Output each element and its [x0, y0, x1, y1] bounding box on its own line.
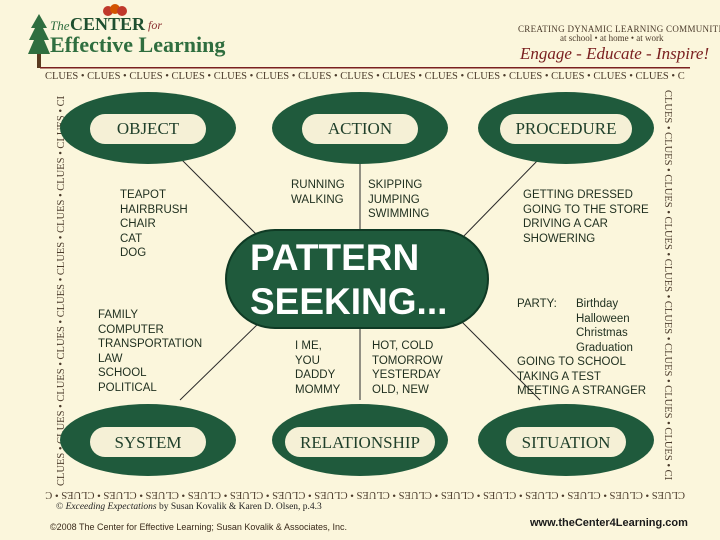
- list-item: TEAPOT: [120, 189, 167, 201]
- list-item: GETTING DRESSED: [523, 189, 633, 201]
- list-item: MEETING A STRANGER: [517, 385, 647, 397]
- list-item: I ME,: [295, 340, 322, 352]
- logo-center: CENTER: [70, 14, 146, 34]
- connector-situation: [459, 319, 541, 401]
- situation-examples: GOING TO SCHOOL TAKING A TEST MEETING A …: [517, 355, 646, 399]
- citation: © Exceeding Expectations by Susan Kovali…: [56, 502, 322, 512]
- list-item: CHAIR: [120, 218, 156, 230]
- node-system-label: SYSTEM: [114, 433, 182, 452]
- logo-for: for: [148, 18, 163, 32]
- node-procedure-label: PROCEDURE: [515, 119, 617, 138]
- connector-procedure: [459, 157, 541, 241]
- list-item: DADDY: [295, 369, 336, 381]
- list-item: OLD, NEW: [372, 383, 429, 396]
- node-situation-shape: [478, 404, 654, 476]
- header-divider: [40, 67, 690, 69]
- center-title-line1: PATTERN: [250, 237, 420, 278]
- tagline-line1: CREATING DYNAMIC LEARNING COMMUNITIES: [518, 24, 720, 34]
- website-url: www.theCenter4Learning.com: [530, 517, 688, 529]
- list-item: Birthday: [576, 298, 619, 310]
- citation-title: Exceeding Expectations: [65, 502, 157, 512]
- motto: Engage - Educate - Inspire!: [520, 44, 710, 63]
- object-examples: TEAPOT HAIRBRUSH CHAIR CAT DOG: [120, 188, 188, 261]
- apples-logo-icon: [103, 4, 127, 16]
- list-item: DOG: [120, 247, 147, 259]
- action-examples-col2: SKIPPING JUMPING SWIMMING: [368, 178, 429, 222]
- list-item: Christmas: [576, 327, 628, 339]
- citation-prefix: ©: [56, 502, 64, 512]
- list-item: TOMORROW: [372, 354, 443, 367]
- copyright: ©2008 The Center for Effective Learning;…: [50, 522, 347, 532]
- system-examples: FAMILY COMPUTER TRANSPORTATION LAW SCHOO…: [98, 308, 202, 395]
- list-item: YOU: [295, 354, 320, 367]
- connector-system: [179, 319, 263, 401]
- list-item: TRANSPORTATION: [98, 338, 203, 350]
- logo-the: The: [50, 18, 70, 33]
- list-item: COMPUTER: [98, 323, 164, 336]
- clues-border-top: CLUES • CLUES • CLUES • CLUES • CLUES • …: [45, 71, 685, 82]
- center-node-shape: [225, 229, 489, 329]
- list-item: SHOWERING: [523, 232, 596, 245]
- center-title-line2: SEEKING...: [250, 281, 448, 322]
- node-situation-label: SITUATION: [521, 433, 611, 452]
- list-item: MOMMY: [295, 383, 341, 396]
- node-object-shape: [60, 92, 236, 164]
- list-item: Graduation: [576, 341, 633, 354]
- node-procedure-shape: [478, 92, 654, 164]
- connector-object: [179, 157, 263, 241]
- list-item: Halloween: [576, 312, 630, 325]
- list-item: YESTERDAY: [372, 369, 441, 381]
- tree-logo-icon: [28, 14, 50, 68]
- relationship-examples-col1: I ME, YOU DADDY MOMMY: [295, 339, 340, 397]
- list-item: RUNNING: [291, 179, 345, 191]
- list-item: SWIMMING: [368, 208, 430, 220]
- list-item: HAIRBRUSH: [120, 203, 188, 216]
- relationship-examples-col2: HOT, COLD TOMORROW YESTERDAY OLD, NEW: [372, 339, 443, 397]
- node-action-label: ACTION: [327, 119, 393, 138]
- node-system-shape: [60, 404, 236, 476]
- list-item: WALKING: [291, 193, 344, 206]
- list-item: GOING TO SCHOOL: [517, 356, 626, 368]
- list-item: SKIPPING: [368, 179, 423, 191]
- list-item: TAKING A TEST: [517, 370, 601, 383]
- list-item: LAW: [98, 352, 123, 365]
- node-action-shape: [272, 92, 448, 164]
- list-item: HOT, COLD: [372, 340, 434, 352]
- list-item: CAT: [120, 232, 143, 245]
- procedure-examples: GETTING DRESSED GOING TO THE STORE DRIVI…: [523, 188, 649, 246]
- situation-party-items: Birthday Halloween Christmas Graduation: [576, 297, 633, 355]
- logo-effective-learning: Effective Learning: [50, 32, 226, 57]
- list-item: GOING TO THE STORE: [523, 203, 649, 216]
- citation-rest: by Susan Kovalik & Karen D. Olsen, p.4.3: [158, 502, 322, 512]
- node-relationship-label: RELATIONSHIP: [300, 433, 420, 452]
- tagline-line2: at school • at home • at work: [560, 33, 664, 43]
- center-title: PATTERN SEEKING...: [250, 236, 447, 324]
- node-object-label: OBJECT: [116, 119, 180, 138]
- list-item: FAMILY: [98, 309, 139, 321]
- list-item: JUMPING: [368, 193, 420, 206]
- list-item: SCHOOL: [98, 367, 147, 379]
- action-examples-col1: RUNNING WALKING: [291, 178, 345, 207]
- situation-party-label: PARTY:: [517, 298, 557, 310]
- node-relationship-shape: [272, 404, 448, 476]
- list-item: POLITICAL: [98, 381, 157, 394]
- list-item: DRIVING A CAR: [523, 218, 608, 230]
